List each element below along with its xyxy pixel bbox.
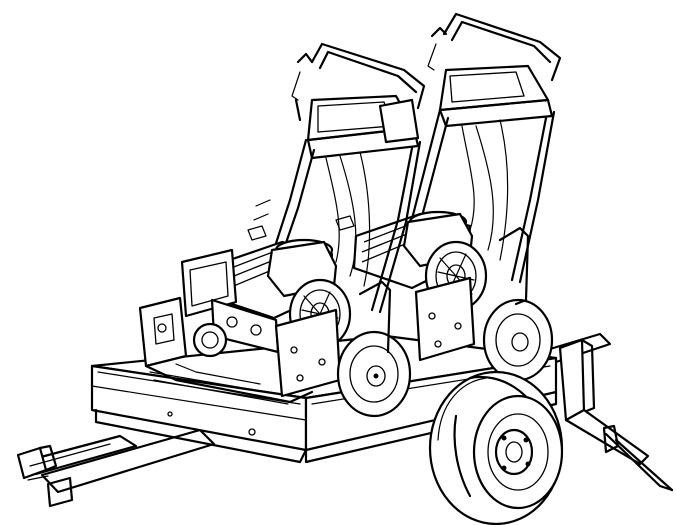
mower-right [352,12,562,382]
trailer-tongue [16,428,216,508]
mower-left [138,42,426,418]
trailer-axle-stand [558,338,674,492]
trailer-wheel [428,370,564,525]
